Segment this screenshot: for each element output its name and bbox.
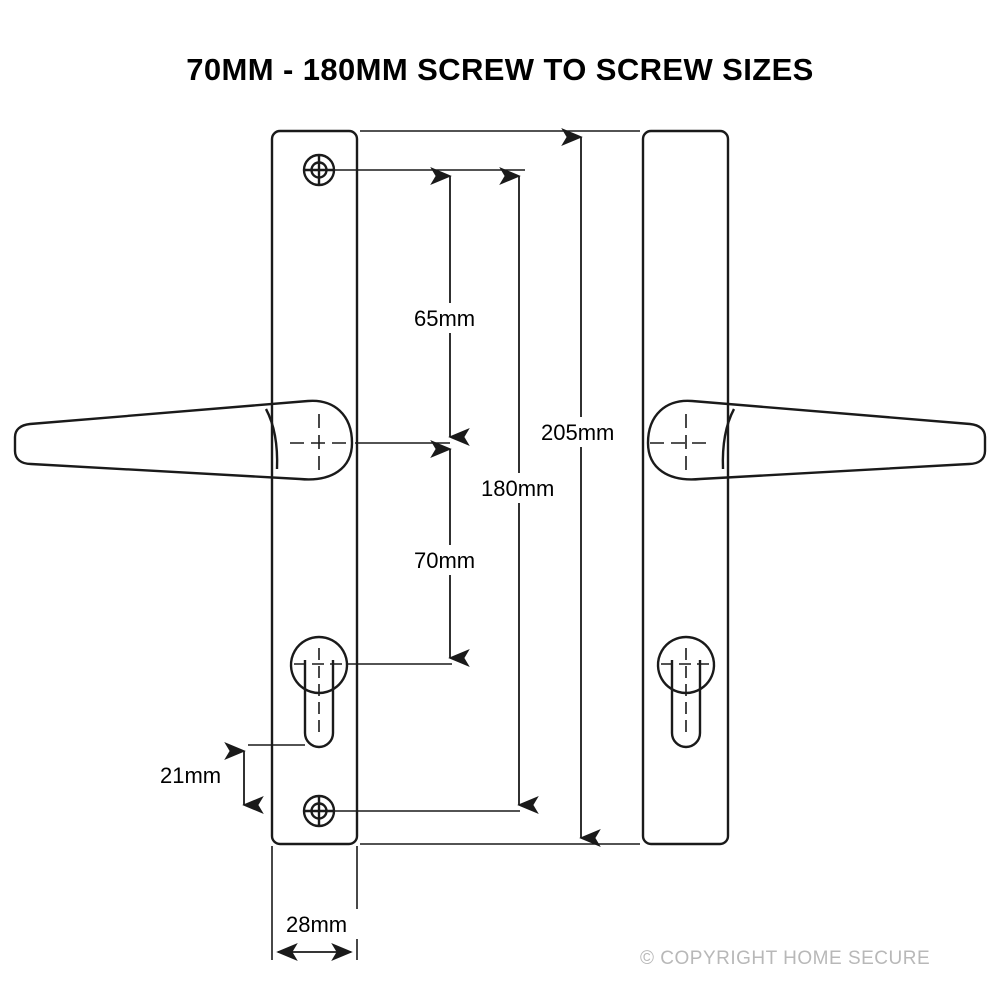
- dimension-labels: 65mm 70mm 180mm 205mm 21mm 28mm: [157, 303, 638, 939]
- right-euro-cylinder-keyhole: [656, 635, 716, 749]
- copyright-watermark: © COPYRIGHT HOME SECURE: [640, 948, 931, 969]
- dimension-label-70mm: 70mm: [414, 548, 475, 573]
- dimension-label-65mm: 65mm: [414, 306, 475, 331]
- right-lever-handle: [646, 399, 987, 481]
- left-lever-handle: [13, 399, 354, 481]
- left-euro-cylinder-keyhole: [289, 635, 349, 749]
- dimension-label-180mm: 180mm: [481, 476, 554, 501]
- page-title: 70MM - 180MM SCREW TO SCREW SIZES: [186, 52, 814, 87]
- top-fixing-screw: [302, 153, 336, 187]
- left-backplate: [270, 129, 359, 846]
- dimension-label-28mm: 28mm: [286, 912, 347, 937]
- dimension-label-205mm: 205mm: [541, 420, 614, 445]
- right-backplate: [641, 129, 730, 846]
- dimension-label-21mm: 21mm: [160, 763, 221, 788]
